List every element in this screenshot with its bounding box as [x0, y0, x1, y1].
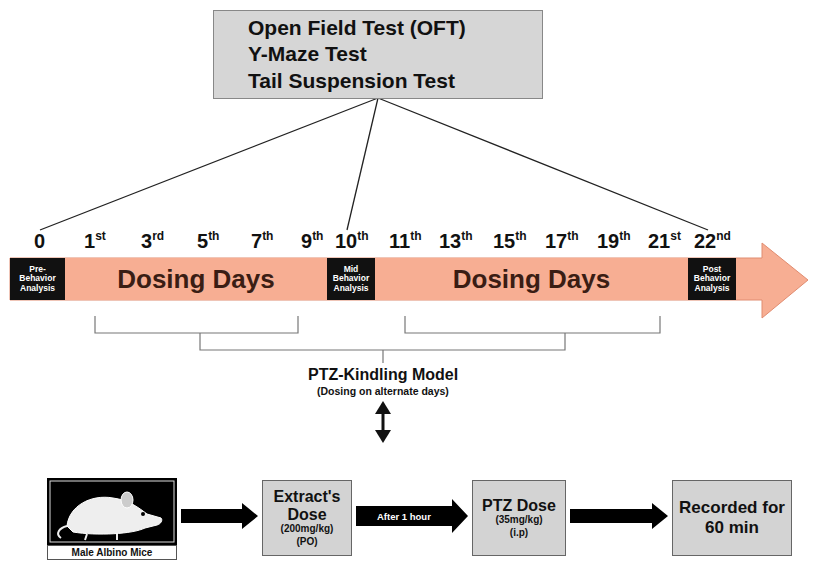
day-number: 1st: [84, 230, 106, 253]
flow-arrow: [181, 503, 258, 529]
day-number: 5th: [197, 230, 219, 253]
edge-label: After 1 hour: [375, 510, 433, 523]
day-number: 15th: [493, 230, 527, 253]
day-number: 19th: [597, 230, 631, 253]
node-text: Dosing Days: [117, 263, 275, 296]
flow-arrow: [356, 499, 468, 533]
node-subtext: (200mg/kg): [281, 523, 334, 536]
node-subtext: Tail Suspension Test: [248, 68, 455, 94]
node-text: Recorded for 60 min: [676, 498, 788, 539]
node-subtext: (35mg/kg): [495, 514, 542, 527]
day-number: 13th: [439, 230, 473, 253]
day-number: 0: [34, 230, 45, 253]
day-number: 3rd: [141, 230, 164, 253]
flow-arrow: [570, 503, 668, 529]
day-number: 11th: [389, 230, 421, 253]
node-text: Extract's Dose: [266, 488, 348, 523]
node-subtext: Y-Maze Test: [248, 41, 367, 67]
model-label: (Dosing on alternate days): [317, 385, 449, 397]
mouse-figure: Male Albino Mice: [47, 478, 177, 560]
day-number: 21st: [648, 230, 681, 253]
analysis-box: Mid Behavior Analysis: [327, 258, 375, 300]
day-number: 9th: [301, 230, 323, 253]
model-label: PTZ-Kindling Model: [308, 366, 458, 384]
test-list-box: Open Field Test (OFT)Y-Maze TestTail Sus…: [213, 10, 543, 99]
analysis-box: Post Behavior Analysis: [688, 258, 736, 300]
dosing-band: Dosing Days: [375, 258, 688, 300]
day-number: 10th: [335, 230, 369, 253]
process-box: Recorded for 60 min: [672, 480, 792, 556]
node-text: Post Behavior Analysis: [691, 265, 733, 293]
node-text: PTZ Dose: [482, 497, 556, 515]
dosing-band: Dosing Days: [65, 258, 327, 300]
day-number: 22nd: [694, 230, 731, 253]
node-subtext: (PO): [296, 536, 317, 549]
analysis-box: Pre- Behavior Analysis: [10, 258, 65, 300]
node-text: Open Field Test (OFT): [248, 15, 466, 41]
node-text: Mid Behavior Analysis: [330, 265, 372, 293]
process-box: PTZ Dose(35mg/kg)(i.p): [472, 480, 566, 556]
mouse-illustration: [47, 478, 177, 545]
process-box: Extract's Dose(200mg/kg)(PO): [262, 480, 352, 556]
node-text: Male Albino Mice: [47, 545, 177, 560]
node-text: Dosing Days: [453, 263, 611, 296]
node-text: Pre- Behavior Analysis: [13, 265, 62, 293]
day-number: 7th: [251, 230, 273, 253]
day-number: 17th: [545, 230, 579, 253]
node-subtext: (i.p): [510, 527, 528, 540]
